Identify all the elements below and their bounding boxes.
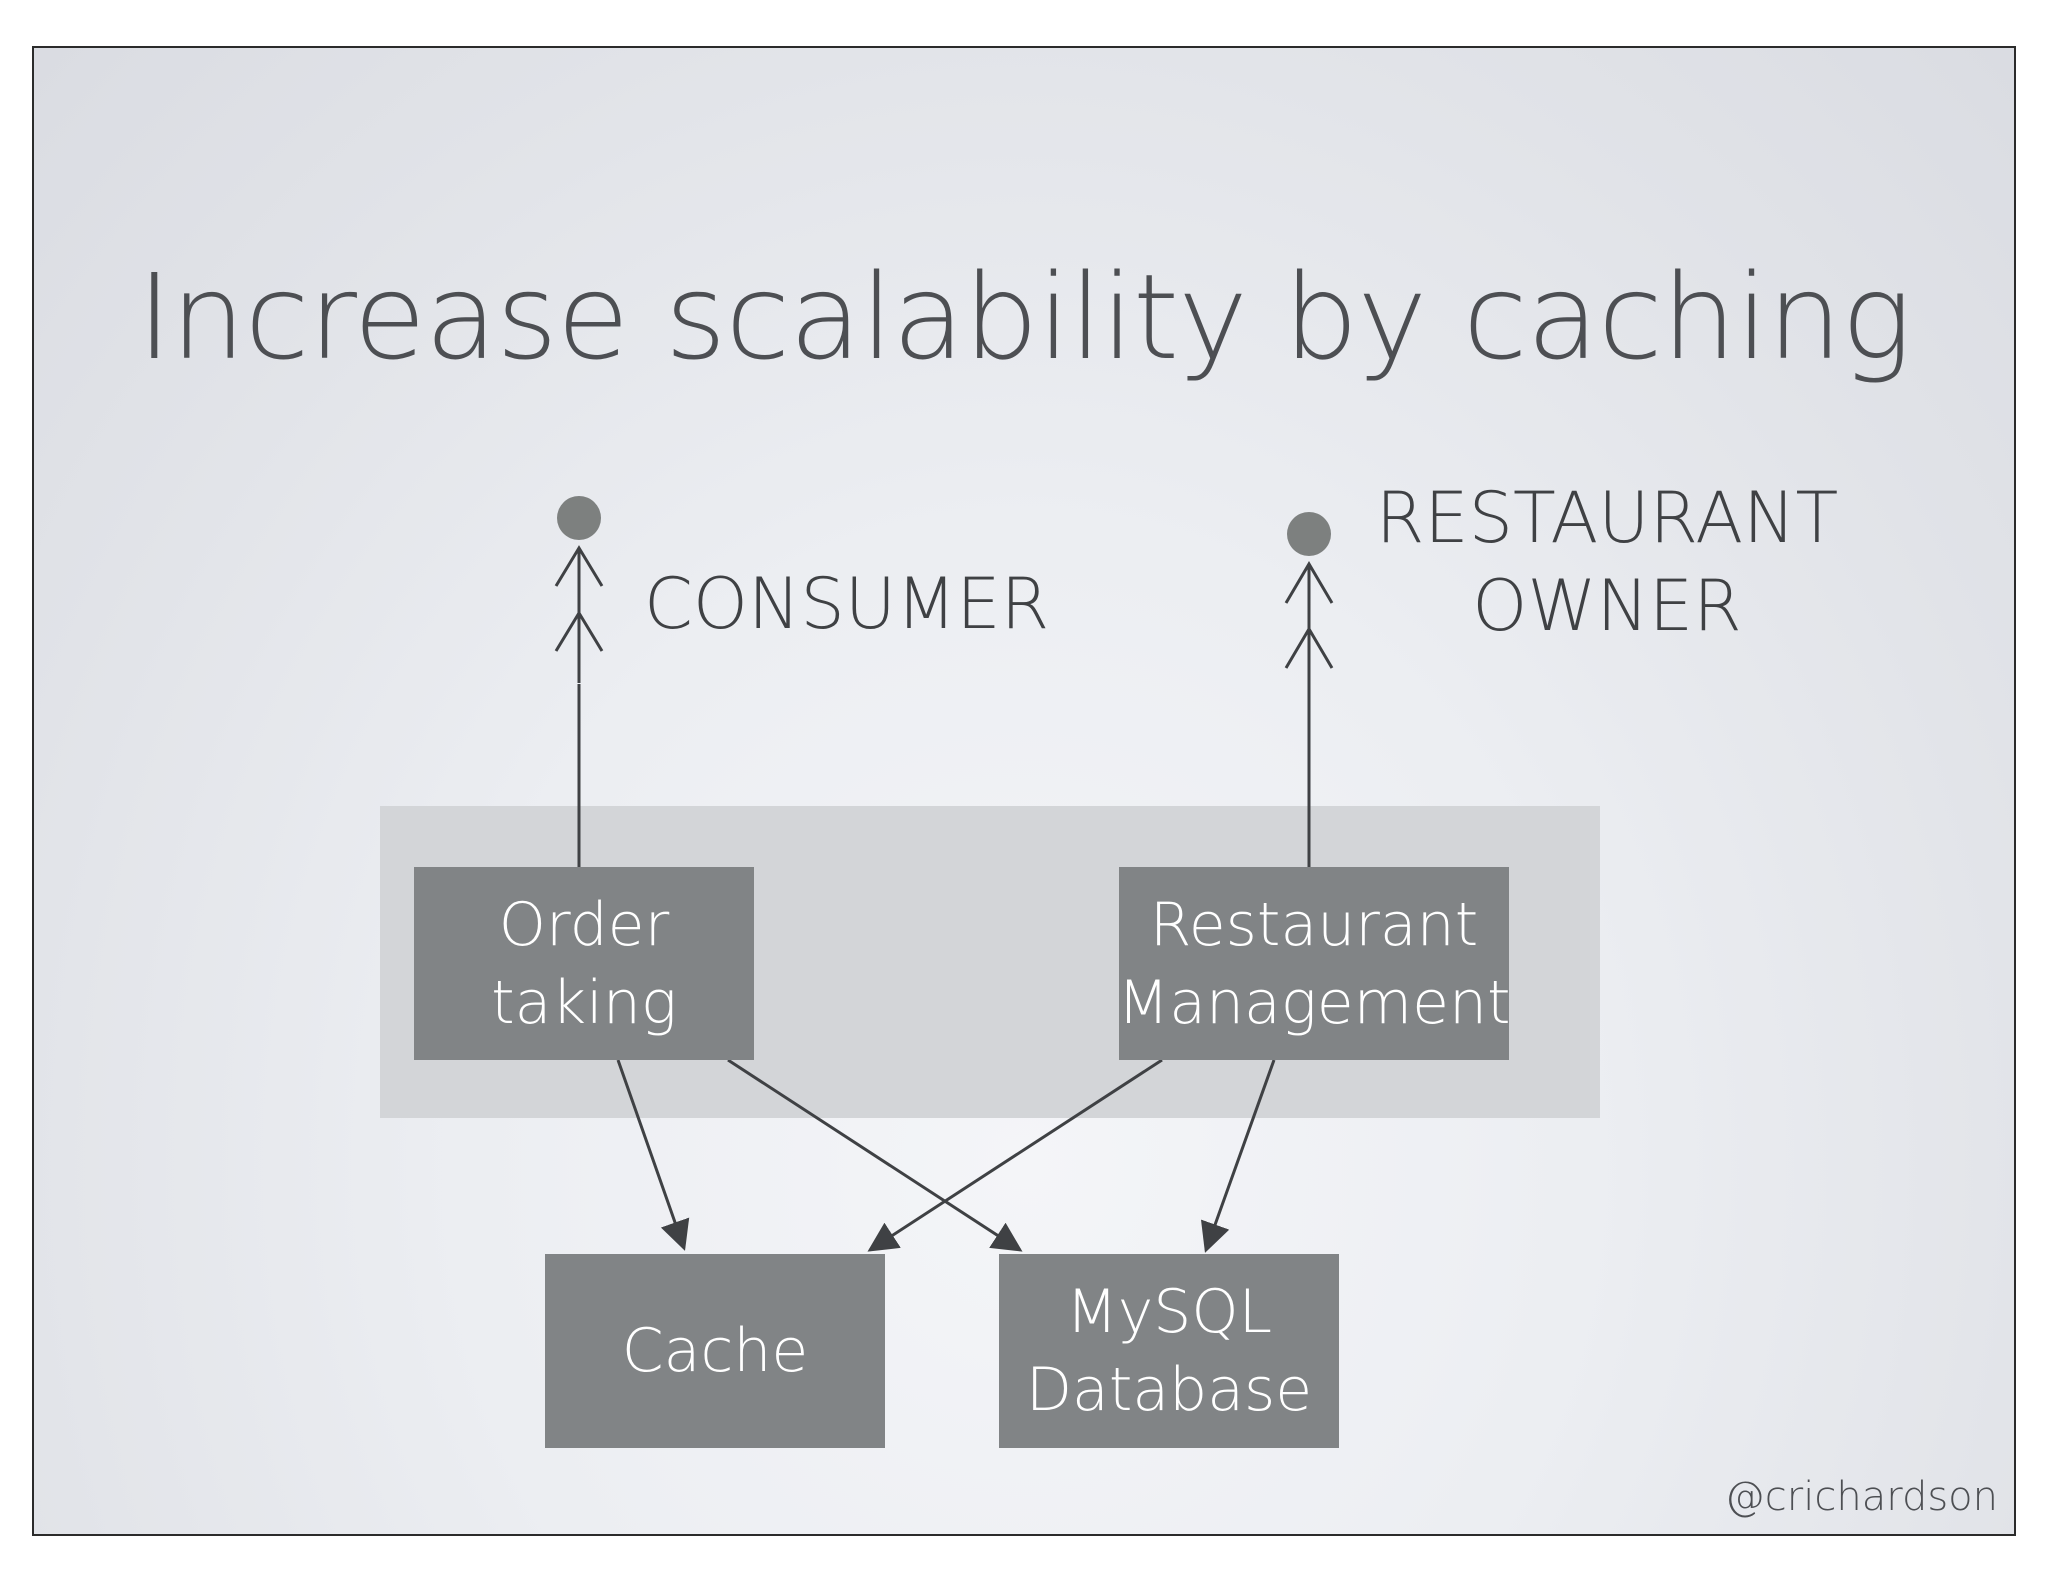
consumer-actor-icon — [554, 496, 604, 683]
order-taking-line2: taking — [491, 967, 677, 1038]
restaurant-owner-actor-icon — [1284, 512, 1334, 698]
slide-title: Increase scalability by caching — [137, 248, 1912, 386]
author-handle: @crichardson — [1724, 1474, 1998, 1520]
edge-restaurant-management-to-cache — [867, 1058, 1163, 1252]
restaurant-owner-label-line2: OWNER — [1472, 565, 1742, 647]
edge-order-taking-to-mysql — [727, 1058, 1023, 1252]
diagram-edges — [554, 496, 1334, 1253]
restaurant-management-service-box: Restaurant Management — [1117, 867, 1511, 1060]
cache-store-box: Cache — [545, 1254, 885, 1448]
restaurant-management-line1: Restaurant — [1149, 889, 1479, 960]
restaurant-management-line2: Management — [1117, 967, 1511, 1038]
slide: Increase scalability by caching — [32, 46, 2016, 1536]
restaurant-owner-label: RESTAURANT OWNER — [1362, 474, 1852, 650]
order-taking-service-box: Order taking — [414, 867, 754, 1060]
consumer-label-text: CONSUMER — [644, 563, 1050, 645]
edge-restaurant-management-to-mysql — [1200, 1059, 1276, 1253]
mysql-line1: MySQL — [1065, 1277, 1272, 1347]
cache-label: Cache — [621, 1316, 809, 1386]
edge-order-taking-to-cache — [616, 1059, 690, 1251]
restaurant-owner-label-line1: RESTAURANT — [1375, 477, 1839, 559]
mysql-database-box: MySQL Database — [999, 1254, 1339, 1448]
consumer-label: CONSUMER — [644, 560, 1049, 648]
order-taking-line1: Order — [498, 889, 670, 960]
mysql-line2: Database — [1025, 1355, 1313, 1425]
